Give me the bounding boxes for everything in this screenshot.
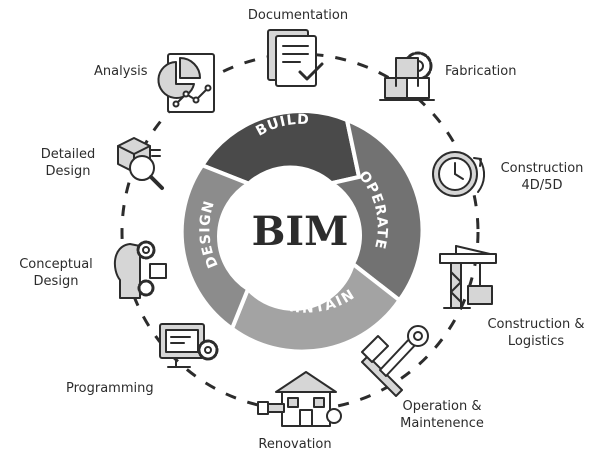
center-title: BIM <box>252 208 349 255</box>
stage-label-fabrication: Fabrication <box>445 64 517 79</box>
wrench-hammer-icon <box>361 325 429 397</box>
document-check-icon <box>267 29 324 87</box>
stopwatch-icon <box>432 151 486 197</box>
monitor-gear-icon <box>159 323 219 368</box>
chart-report-icon <box>157 53 215 113</box>
tower-crane-icon <box>439 245 497 309</box>
boxes-gear-icon <box>379 51 435 101</box>
ring-label-design: DESIGN <box>197 198 221 270</box>
stage-label-renovation: Renovation <box>258 437 332 452</box>
ring-segment-design <box>179 162 254 332</box>
cube-magnifier-icon <box>117 137 164 190</box>
stage-label-conceptual-design: Conceptual Design <box>19 257 93 289</box>
head-gears-icon <box>113 240 167 299</box>
stage-label-construction-4d5d: Construction 4D/5D <box>500 161 584 193</box>
stage-label-operation-maintenence: Operation & Maintenence <box>400 399 484 431</box>
house-tools-icon <box>257 371 342 427</box>
stage-label-construction-logistics: Construction & Logistics <box>487 317 585 349</box>
stage-label-documentation: Documentation <box>247 8 349 23</box>
stage-label-programming: Programming <box>66 381 154 396</box>
bim-ring <box>179 108 425 354</box>
stage-label-detailed-design: Detailed Design <box>40 147 96 179</box>
stage-label-analysis: Analysis <box>94 64 148 79</box>
